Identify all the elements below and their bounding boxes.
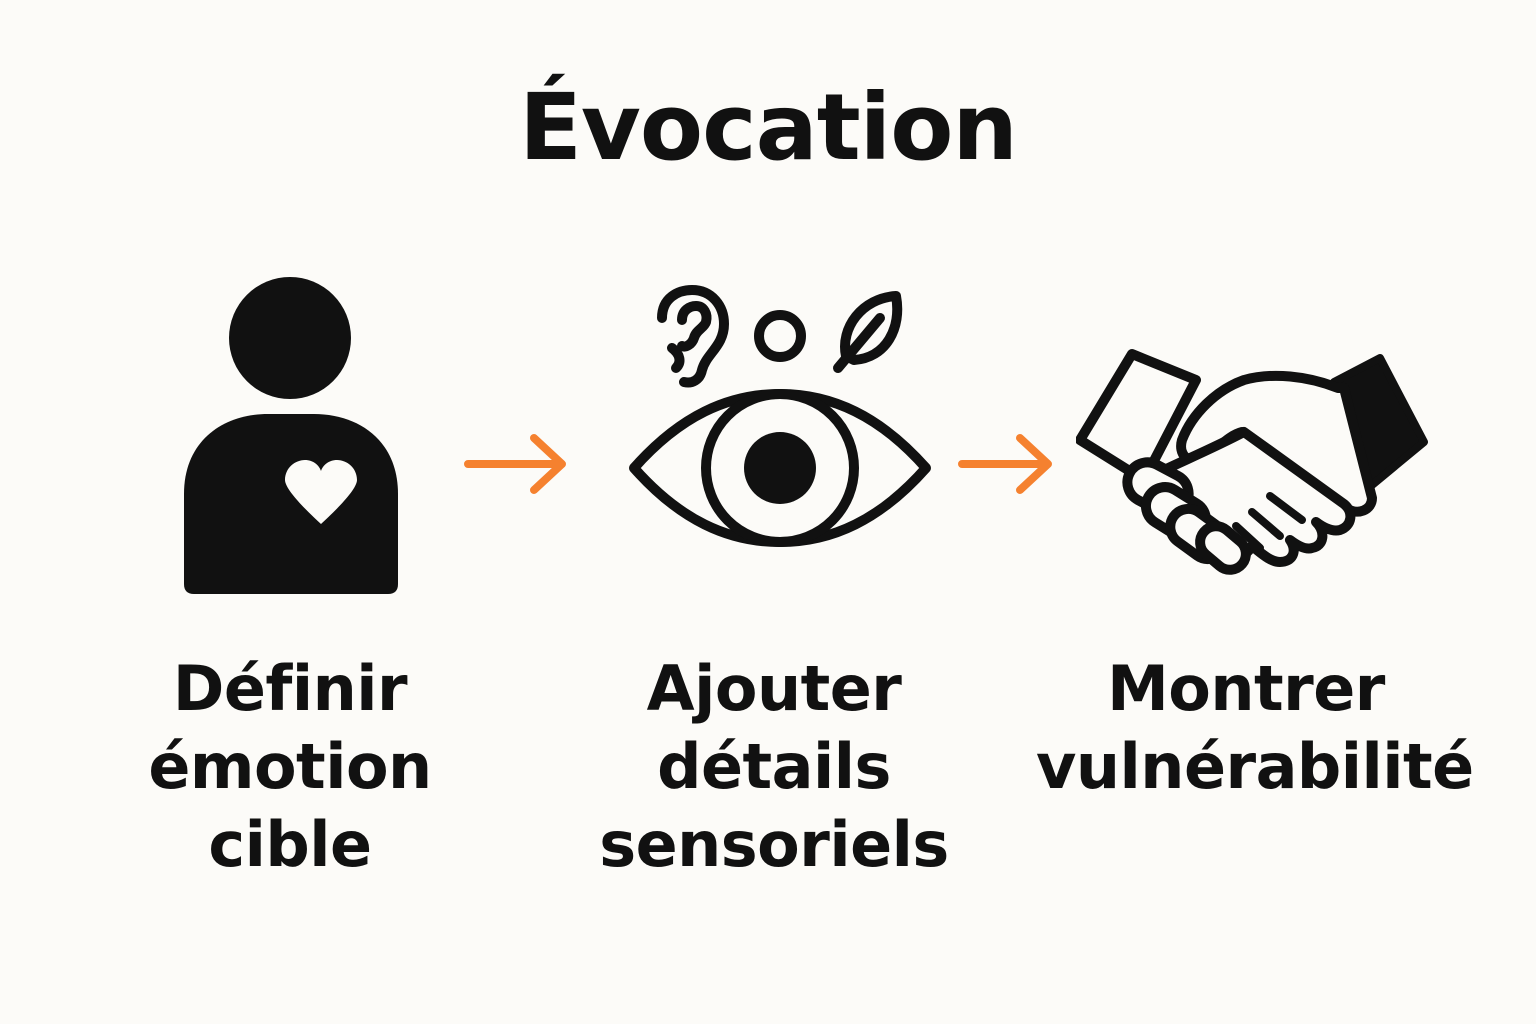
handshake-icon: [1076, 349, 1428, 575]
step-label-line: Montrer: [1107, 652, 1385, 725]
step-label-line: sensoriels: [599, 808, 949, 881]
leaf-icon: [833, 291, 903, 373]
step-label-line: détails: [657, 730, 891, 803]
person-heart-icon: [184, 277, 398, 594]
arrow-right-icon: [464, 434, 566, 494]
step-label-line: Définir: [172, 652, 408, 725]
dot-icon: [754, 310, 806, 362]
ear-icon: [657, 285, 729, 388]
step-label-line: vulnérabilité: [1036, 730, 1474, 803]
step-label-line: émotion: [148, 730, 432, 803]
diagram-title: Évocation: [519, 74, 1018, 181]
eye-senses-icon: [629, 285, 931, 547]
step-label-line: cible: [208, 808, 372, 881]
step-label-montrer-vulnerabilite: Montrer vulnérabilité: [1036, 650, 1474, 806]
eye-icon: [629, 389, 931, 547]
step-label-definir-emotion: Définir émotion cible: [80, 650, 500, 884]
step-label-line: Ajouter: [646, 652, 902, 725]
step-label-ajouter-details: Ajouter détails sensoriels: [564, 650, 984, 884]
arrow-right-icon: [958, 434, 1052, 494]
